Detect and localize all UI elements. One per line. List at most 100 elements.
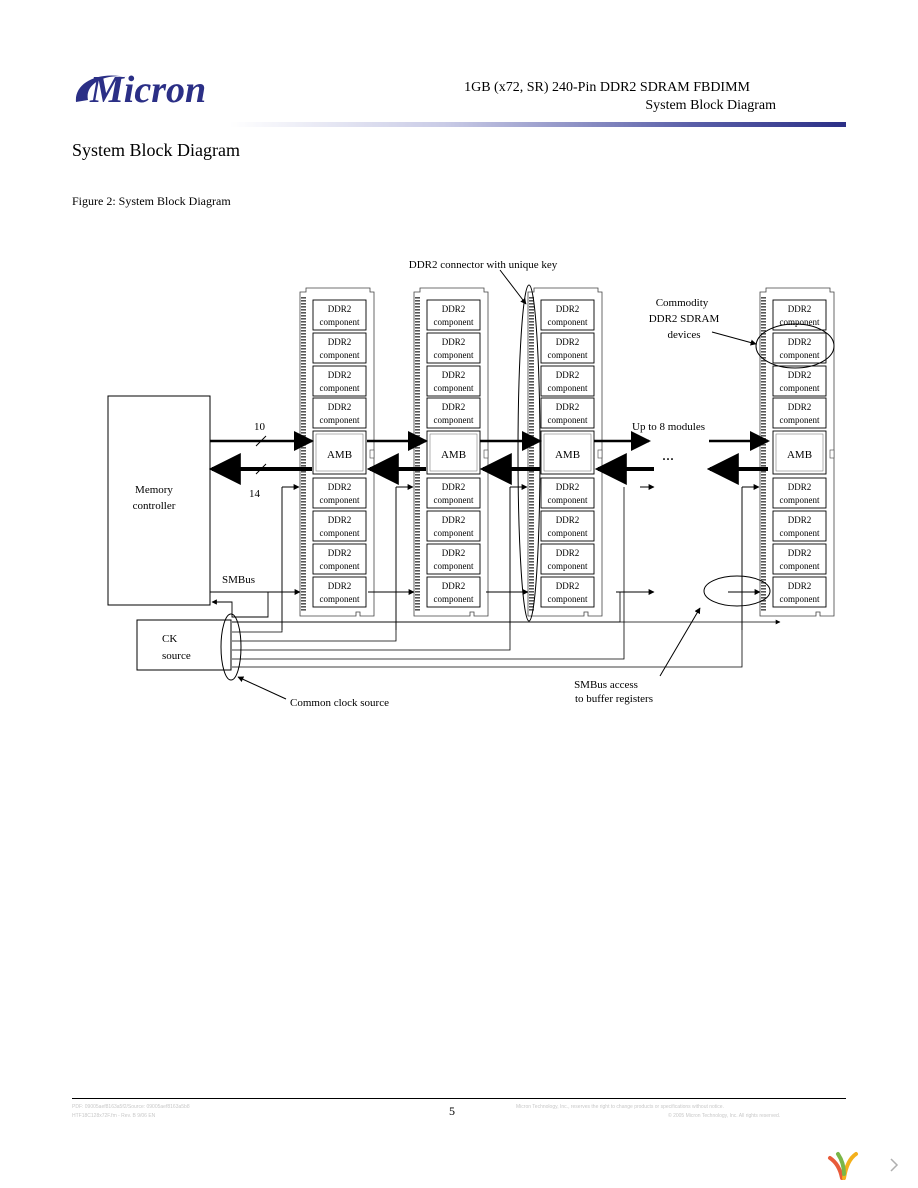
smbus-access-label: to buffer registers xyxy=(575,693,653,705)
memory-controller-box xyxy=(107,395,211,606)
clock-fanout-line xyxy=(232,487,625,660)
ddr2-label: DDR2 xyxy=(328,515,352,525)
callout-pointer xyxy=(711,331,757,346)
amb-label: AMB xyxy=(441,449,466,461)
ddr2-component: DDR2 component xyxy=(540,477,595,509)
ddr2-component: DDR2 component xyxy=(772,576,827,608)
component-label: component xyxy=(548,528,588,538)
document-title: 1GB (x72, SR) 240-Pin DDR2 SDRAM FBDIMM xyxy=(464,80,750,95)
clock-fanout-line xyxy=(232,487,283,633)
ddr2-chip-box xyxy=(312,332,367,364)
fbdimm-module: DDR2componentDDR2componentDDR2componentD… xyxy=(759,287,835,617)
logo-text: Micron xyxy=(89,69,206,111)
ddr2-chip-box xyxy=(540,477,595,509)
smbus-access-label: SMBus access xyxy=(574,679,638,691)
clock-callout-ellipse xyxy=(220,613,242,681)
footer-doc-rev: HTF18C128x72F.fm - Rev. B 9/06 EN xyxy=(72,1113,156,1119)
ddr2-label: DDR2 xyxy=(442,304,466,314)
ddr2-label: DDR2 xyxy=(556,304,580,314)
up-to-modules-label: Up to 8 modules xyxy=(632,421,705,433)
figure-caption: Figure 2: System Block Diagram xyxy=(72,194,231,208)
ddr2-chip-box xyxy=(426,332,481,364)
ddr2-label: DDR2 xyxy=(442,337,466,347)
ck-source-label: CK xyxy=(162,633,177,645)
ddr2-label: DDR2 xyxy=(556,337,580,347)
edge-connector-pins xyxy=(415,296,420,612)
commodity-devices-label: devices xyxy=(668,329,701,341)
ddr2-chip-box xyxy=(540,543,595,575)
component-label: component xyxy=(434,415,474,425)
component-label: component xyxy=(548,317,588,327)
component-label: component xyxy=(548,561,588,571)
ddr2-chip-box xyxy=(312,397,367,429)
ddr2-chip-box xyxy=(426,477,481,509)
section-heading: System Block Diagram xyxy=(72,140,240,160)
ddr2-label: DDR2 xyxy=(788,337,812,347)
component-label: component xyxy=(780,594,820,604)
footer-doc-id: PDF: 09005aef8163a5f2/Source: 09005aef81… xyxy=(72,1104,190,1110)
amb-buffer: AMB xyxy=(312,430,367,475)
ddr2-chip-box xyxy=(772,477,827,509)
ck-source-box xyxy=(136,619,232,671)
commodity-devices-label: Commodity xyxy=(656,297,709,309)
ddr2-component: DDR2 component xyxy=(772,332,827,364)
ddr2-label: DDR2 xyxy=(328,548,352,558)
component-label: component xyxy=(548,495,588,505)
amb-inner xyxy=(429,433,478,472)
ddr2-component: DDR2 component xyxy=(540,510,595,542)
component-label: component xyxy=(320,317,360,327)
ddr2-label: DDR2 xyxy=(328,337,352,347)
footer-copyright: © 2005 Micron Technology, Inc. All right… xyxy=(668,1113,781,1119)
viewer-logo-icon xyxy=(828,1152,858,1180)
ddr2-chip-box xyxy=(312,299,367,331)
next-page-button[interactable] xyxy=(874,1148,914,1182)
ddr2-chip-box xyxy=(540,365,595,397)
ddr2-label: DDR2 xyxy=(556,482,580,492)
connector-callout-label: DDR2 connector with unique key xyxy=(409,259,558,271)
edge-connector-pins xyxy=(301,296,306,612)
ddr2-label: DDR2 xyxy=(556,515,580,525)
component-label: component xyxy=(780,350,820,360)
fbdimm-module: DDR2componentDDR2componentDDR2componentD… xyxy=(527,287,603,617)
component-label: component xyxy=(434,317,474,327)
bus-wires xyxy=(107,269,835,700)
ddr2-chip-box xyxy=(426,365,481,397)
header-gradient-bar xyxy=(230,122,846,127)
ddr2-label: DDR2 xyxy=(442,402,466,412)
clock-fanout-line xyxy=(232,487,397,642)
amb-box xyxy=(772,430,827,475)
ddr2-chip-box xyxy=(312,477,367,509)
smbus-return xyxy=(211,592,269,618)
ddr2-label: DDR2 xyxy=(556,548,580,558)
ddr2-label: DDR2 xyxy=(788,581,812,591)
component-label: component xyxy=(434,383,474,393)
ddr2-component: DDR2 component xyxy=(426,365,481,397)
ddr2-chip-box xyxy=(772,299,827,331)
callout-pointer xyxy=(659,607,701,677)
ddr2-chip-box xyxy=(312,510,367,542)
ddr2-chip-box xyxy=(312,576,367,608)
amb-buffer: AMB xyxy=(540,430,595,475)
component-label: component xyxy=(548,594,588,604)
smbus-callout-ellipse xyxy=(703,575,771,607)
ddr2-label: DDR2 xyxy=(442,370,466,380)
amb-inner xyxy=(543,433,592,472)
ddr2-component: DDR2 component xyxy=(426,299,481,331)
ddr2-label: DDR2 xyxy=(328,482,352,492)
component-label: component xyxy=(780,383,820,393)
amb-inner xyxy=(315,433,364,472)
callout-pointer xyxy=(237,676,287,700)
fbdimm-module: DDR2componentDDR2componentDDR2componentD… xyxy=(299,287,375,617)
component-label: component xyxy=(780,415,820,425)
ddr2-component: DDR2 component xyxy=(426,397,481,429)
